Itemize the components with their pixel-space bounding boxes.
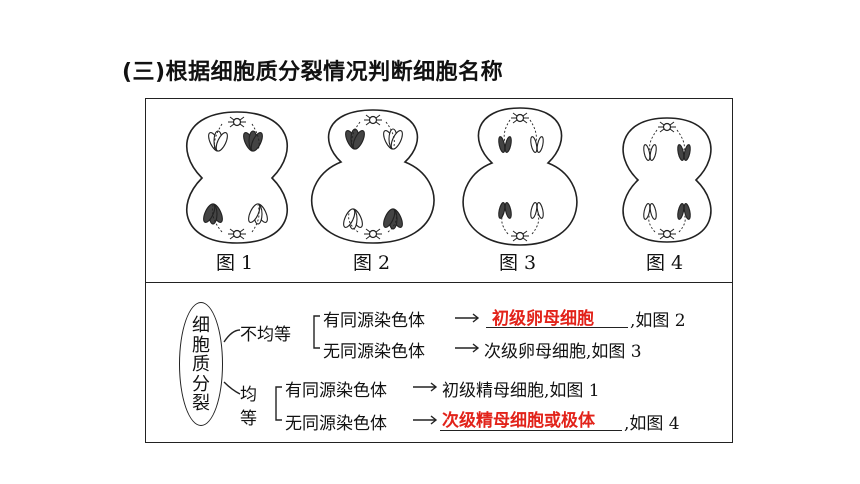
root-char: 裂 bbox=[192, 393, 210, 414]
page-title: (三)根据细胞质分裂情况判断细胞名称 bbox=[122, 60, 504, 85]
equal-homologous-condition: 有同源染色体 bbox=[285, 381, 387, 401]
unequal-label: 不均等 bbox=[240, 325, 291, 345]
cell-figure-2 bbox=[310, 109, 435, 244]
figure-1-label: 图 1 bbox=[216, 252, 254, 274]
answer-secondary-spermatocyte: 次级精母细胞或极体 bbox=[442, 411, 595, 431]
answer-primary-oocyte: 初级卵母细胞 bbox=[492, 309, 594, 329]
equal-nonhomologous-suffix: ,如图 4 bbox=[624, 414, 680, 434]
root-char: 质 bbox=[192, 354, 210, 375]
figure-2-label: 图 2 bbox=[353, 252, 391, 274]
unequal-nonhomologous-result: 次级卵母细胞,如图 3 bbox=[484, 342, 642, 362]
root-ellipse bbox=[179, 302, 223, 426]
frame-divider bbox=[145, 282, 733, 283]
figure-4-label: 图 4 bbox=[646, 252, 684, 274]
answer-underline bbox=[486, 327, 628, 328]
root-label: 细 胞 质 分 裂 bbox=[191, 316, 211, 414]
figure-3-label: 图 3 bbox=[499, 252, 537, 274]
diagram-frame bbox=[145, 98, 733, 443]
tree-connectors bbox=[223, 313, 480, 425]
root-char: 分 bbox=[192, 373, 210, 395]
equal-nonhomologous-condition: 无同源染色体 bbox=[285, 414, 387, 434]
equal-label-top: 均 bbox=[240, 385, 257, 405]
root-char: 胞 bbox=[192, 334, 210, 356]
cell-figure-3 bbox=[462, 107, 578, 246]
equal-label-bottom: 等 bbox=[240, 409, 257, 429]
answer-underline bbox=[440, 430, 622, 431]
unequal-homologous-condition: 有同源染色体 bbox=[323, 311, 425, 331]
cell-figure-1 bbox=[186, 111, 288, 244]
equal-homologous-result: 初级精母细胞,如图 1 bbox=[442, 381, 600, 401]
unequal-homologous-suffix: ,如图 2 bbox=[630, 311, 686, 331]
unequal-nonhomologous-condition: 无同源染色体 bbox=[323, 342, 425, 362]
cell-figure-4 bbox=[622, 117, 712, 243]
root-char: 细 bbox=[192, 315, 210, 336]
